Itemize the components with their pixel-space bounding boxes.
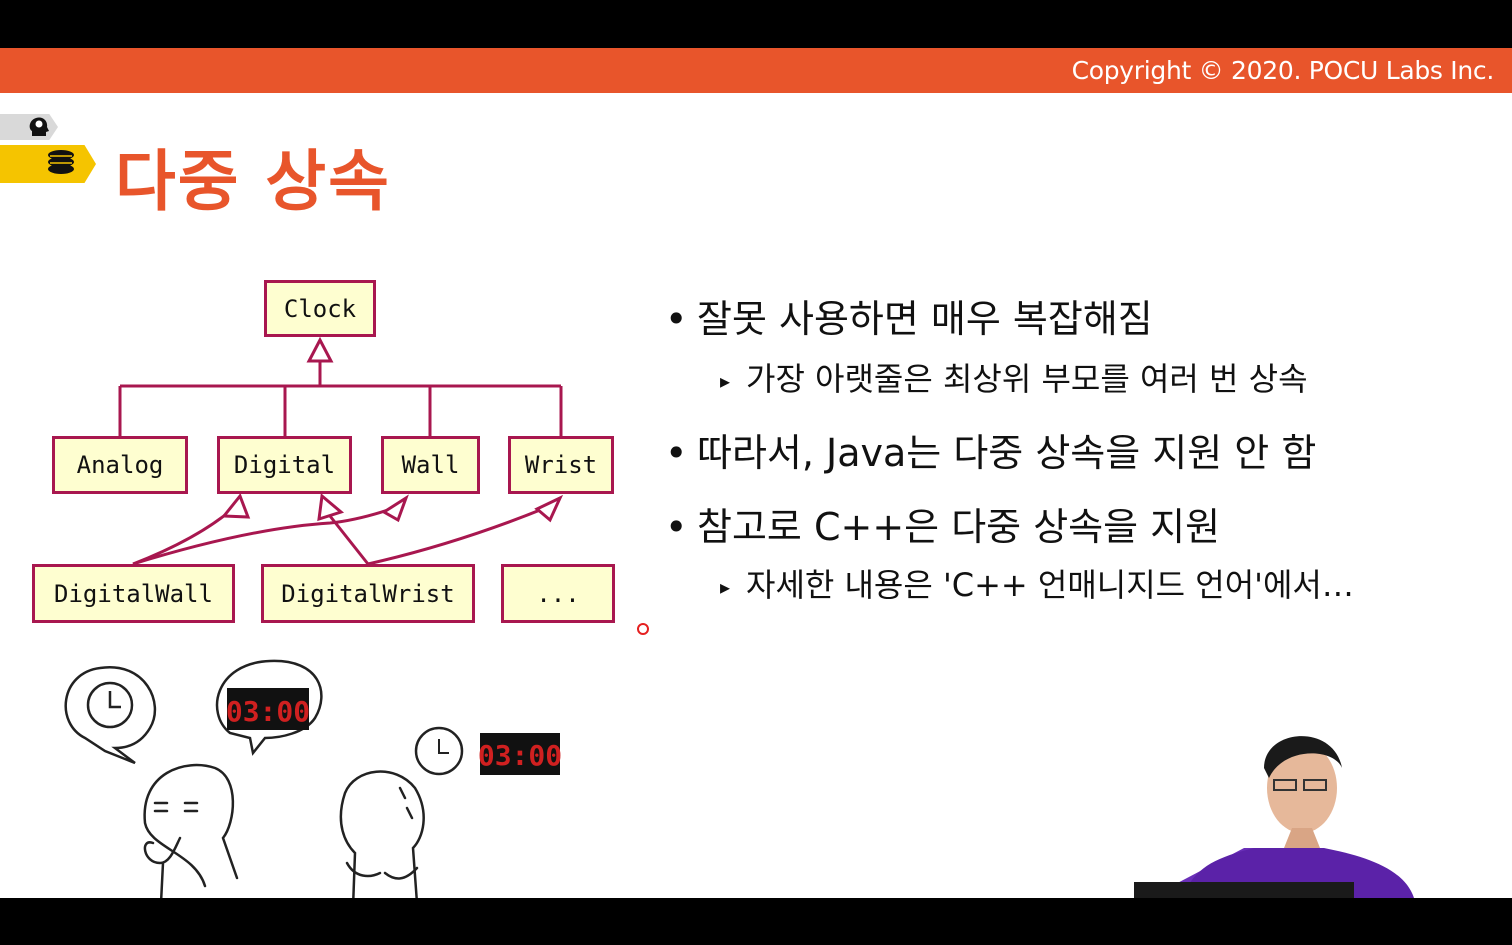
bottom-bar	[0, 898, 1512, 945]
slide: Copyright © 2020. POCU Labs Inc. 다중 상속	[0, 48, 1512, 898]
books-stack-icon	[48, 150, 74, 174]
bullet-1: •잘못 사용하면 매우 복잡해짐	[665, 297, 1153, 341]
class-box-wall: Wall	[381, 436, 480, 494]
bullet-2: •따라서, Java는 다중 상속을 지원 안 함	[665, 431, 1317, 475]
page-title: 다중 상속	[115, 143, 391, 220]
class-box-wrist: Wrist	[508, 436, 614, 494]
class-box-digital: Digital	[217, 436, 352, 494]
laser-pointer	[637, 623, 649, 635]
illustration: 03:00 03:00	[64, 659, 562, 898]
brain-tag	[0, 114, 58, 140]
presenter-video	[1134, 736, 1414, 898]
inheritance-diagram-lines	[118, 336, 564, 566]
digital-clock-time: 03:00	[226, 695, 310, 728]
class-box-clock: Clock	[264, 280, 376, 337]
section-tag	[0, 145, 96, 183]
analog-clock-icon	[86, 681, 134, 729]
bullet-3: •참고로 C++은 다중 상속을 지원	[665, 505, 1221, 549]
class-box-analog: Analog	[52, 436, 188, 494]
class-box-more: ...	[501, 564, 615, 623]
sub-bullet-1: ▸가장 아랫줄은 최상위 부모를 여러 번 상속	[720, 360, 1308, 398]
header-bar: Copyright © 2020. POCU Labs Inc.	[0, 48, 1512, 93]
class-box-digitalwrist: DigitalWrist	[261, 564, 475, 623]
copyright-text: Copyright © 2020. POCU Labs Inc.	[1071, 56, 1495, 85]
sub-bullet-3: ▸자세한 내용은 'C++ 언매니지드 언어'에서…	[720, 566, 1354, 604]
class-box-digitalwall: DigitalWall	[32, 564, 235, 623]
brain-head-icon	[29, 117, 49, 136]
digital-clock-time-2: 03:00	[478, 739, 562, 772]
digital-clock-icon: 03:00 03:00	[226, 688, 562, 775]
